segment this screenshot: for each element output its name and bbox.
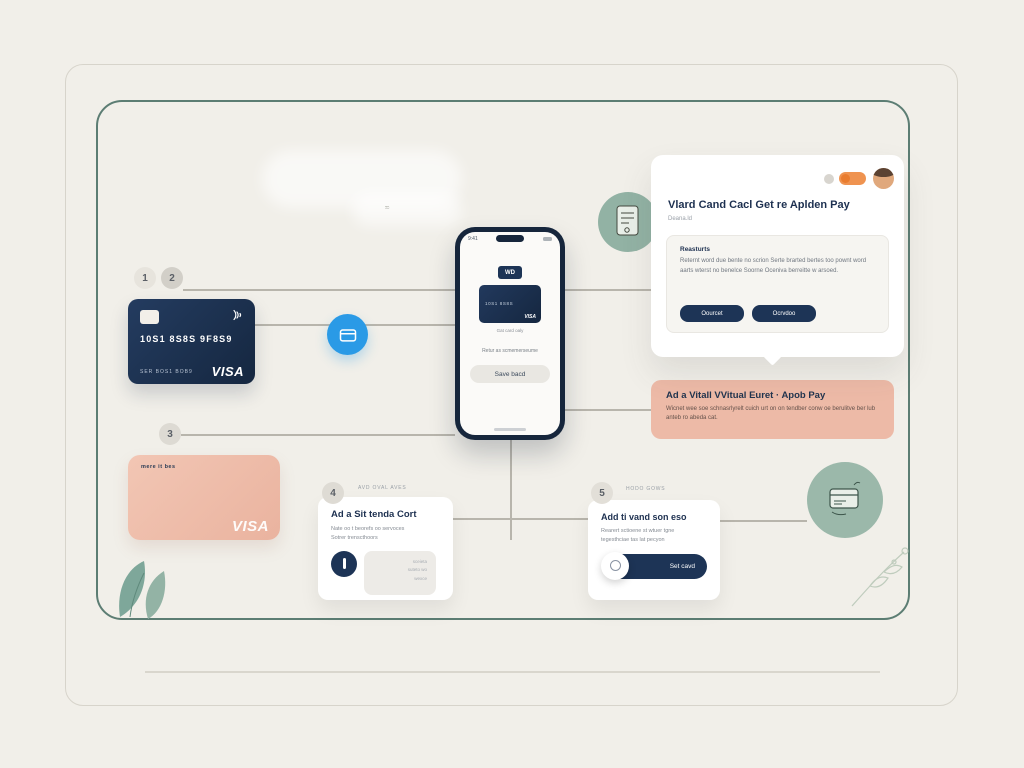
ghost-line: wexce [414, 575, 427, 581]
panel2-title: Add ti vand son eso [601, 512, 687, 522]
battery-icon [543, 237, 552, 241]
pink-card-label: mere it bes [141, 464, 176, 470]
navy-credit-card: 10S1 8S8S 9F8S9 SER BOS1 BOB9 VISA [128, 299, 255, 384]
toggle-pill[interactable] [839, 172, 866, 185]
note-text: Wicnet wee soe schnasrlyrelt cuich urt o… [666, 406, 876, 422]
ghost-line: sceieta [412, 558, 427, 564]
mini-visa-logo: VISA [524, 314, 536, 320]
step-number: 5 [599, 487, 605, 499]
branch-sketch-decoration [851, 547, 909, 607]
connector-line [453, 518, 588, 520]
avatar-hair [873, 168, 894, 177]
slide-to-add-card[interactable]: Set cavd [601, 551, 707, 580]
notification-dot [824, 174, 834, 184]
card-subnumber: SER BOS1 BOB9 [140, 369, 193, 375]
phone-caption: Retur as scmemerseume [482, 348, 538, 354]
contactless-icon [233, 309, 242, 321]
mini-card: 10S1 8S8S VISA [479, 285, 541, 323]
panel2-line1: Rearert sctioene st wtuer tgne [601, 528, 675, 534]
footer-divider [145, 671, 880, 673]
slider-knob[interactable] [601, 551, 629, 580]
status-time: 9:41 [468, 236, 478, 242]
card-doodle-icon [829, 481, 861, 516]
modal-buttons: Oourcet Ocrvdoo [680, 305, 816, 322]
panel1-line1: Nate oo t beorefs oo servoces [331, 526, 405, 532]
receipt-doodle-icon [616, 205, 639, 236]
wallet-card-icon [339, 328, 356, 342]
step-number: 3 [167, 428, 173, 440]
card-number: 10S1 8S8S 9F8S9 [140, 334, 233, 344]
note-title: Ad a Vitall VVitual Euret · Apob Pay [666, 390, 826, 401]
mini-card-number: 10S1 8S8S [485, 301, 514, 306]
connector-line [510, 440, 512, 540]
sage-doodle-circle-right [807, 462, 883, 538]
leaf-decoration [119, 561, 166, 619]
apple-pay-note: Ad a Vitall VVitual Euret · Apob Pay Wic… [651, 380, 894, 439]
card-chip-icon [140, 310, 159, 324]
apple-pay-modal: Vlard Cand Cacl Get re Aplden Pay Deana.… [651, 155, 904, 366]
panel1-overline: AVD OVAL AVES [358, 485, 407, 491]
panel-text: Reternt word due bente no scrion Serte b… [680, 258, 867, 274]
panel-heading: Reasturts [680, 246, 710, 253]
add-card-panel-2: Add ti vand son eso Rearert sctioene st … [588, 500, 720, 600]
dynamic-island [496, 235, 524, 242]
continue-button[interactable]: Ocrvdoo [752, 305, 816, 322]
outer-frame [65, 64, 958, 706]
cancel-button[interactable]: Oourcet [680, 305, 744, 322]
features-panel: Reasturts Reternt word due bente no scri… [666, 235, 889, 333]
step-circle-4: 4 [322, 482, 344, 504]
connector-line [183, 289, 651, 291]
sage-doodle-circle-top [598, 192, 658, 252]
connector-line [720, 520, 807, 522]
modal-subtitle: Deana.ld [668, 216, 693, 222]
ghost-card: sceieta suteto wo wexce [364, 550, 436, 595]
visa-logo: VISA [231, 518, 269, 535]
connector-line [565, 409, 651, 411]
panel1-line2: Sotrer trenscthoors [331, 534, 378, 541]
phone-screen: 9:41 WD 10S1 8S8S VISA Gat card oaly Ret… [460, 232, 560, 435]
app-badge: WD [498, 266, 522, 279]
panel1-title: Ad a Sit tenda Cort [331, 509, 417, 520]
step-number: 4 [330, 487, 336, 499]
panel1-row: sceieta suteto wo wexce [331, 550, 440, 595]
home-indicator [494, 428, 526, 431]
step-circle-2: 2 [161, 267, 183, 289]
phone-mockup: 9:41 WD 10S1 8S8S VISA Gat card oaly Ret… [455, 227, 565, 440]
save-card-button[interactable]: Save bacd [470, 365, 550, 383]
step-circle-1: 1 [134, 267, 156, 289]
add-card-panel-1: Ad a Sit tenda Cort Nate oo t beorefs oo… [318, 497, 453, 600]
step-circle-5: 5 [591, 482, 613, 504]
pink-visa-card: mere it bes VISA [128, 455, 280, 540]
fingerprint-icon [609, 560, 621, 572]
watermark-blob [352, 192, 462, 226]
step-number: 2 [169, 272, 175, 284]
panel2-line2: tegesthciae tas lat pecyon [601, 536, 665, 543]
wallet-icon-circle [327, 314, 368, 355]
step-number: 1 [142, 272, 148, 284]
info-bar-glyph [342, 558, 346, 570]
info-icon [331, 550, 357, 577]
inner-frame [96, 100, 910, 620]
ghost-line: suteto wo [407, 567, 427, 573]
visa-logo: VISA [211, 364, 244, 379]
connector-line [181, 434, 455, 436]
phone-caption-small: Gat card oaly [496, 328, 524, 333]
modal-title: Vlard Cand Cacl Get re Aplden Pay [668, 199, 850, 211]
avatar [873, 168, 894, 189]
panel2-overline: HODO GOWS [626, 486, 666, 492]
step-circle-3: 3 [159, 423, 181, 445]
